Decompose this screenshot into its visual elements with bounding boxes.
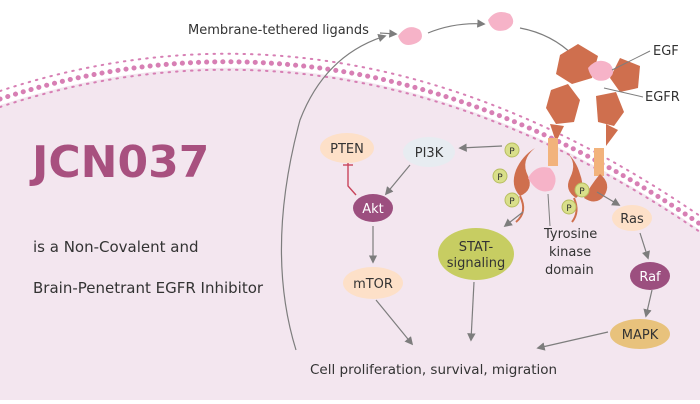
arrow-ligands-to-blob [379,29,398,38]
egf-label: EGF [653,44,679,59]
svg-text:P: P [509,197,515,207]
node-mtor: mTOR [343,267,403,299]
ligand-blob-2 [488,12,514,31]
subtitle-line-2: Brain-Penetrant EGFR Inhibitor [33,279,264,297]
egfr-label: EGFR [645,90,680,105]
tyrosine-label-line-1: Tyrosine [543,227,597,242]
arrow-pi3k-to-akt [384,164,411,196]
tyrosine-kinase-blob [528,167,556,192]
arrow-raf-to-mapk [643,289,653,318]
tyrosine-pointer [547,193,551,227]
egf-ligand-bound [588,60,614,81]
inhibit-pten-to-akt [347,163,357,196]
arrow-feedback-loop [280,34,387,351]
svg-text:signaling: signaling [447,256,506,271]
svg-text:PTEN: PTEN [330,142,364,157]
node-pten: PTEN [320,133,374,163]
arrow-receptor-to-pi3k [458,143,503,152]
phospho-marker-5: P [561,199,577,215]
node-stat-signaling: STAT- signaling [438,228,514,280]
cell-body [0,67,700,401]
svg-text:Ras: Ras [620,212,644,227]
arrow-mtor-to-outcome [375,299,414,346]
svg-text:P: P [509,147,515,157]
arrow-receptor-to-stat [503,211,524,228]
svg-text:P: P [497,173,503,183]
egf-pointer [611,50,651,71]
ligand-blob-1 [398,27,422,45]
ligands-label: Membrane-tethered ligands [188,23,369,38]
svg-text:P: P [579,187,585,197]
phospho-marker-3: P [504,192,520,208]
svg-text:P: P [566,204,572,214]
arrow-stat-to-outcome [467,281,476,342]
arrow-mapk-to-outcome [536,331,609,351]
svg-text:STAT-: STAT- [459,240,494,255]
svg-text:Akt: Akt [362,202,384,217]
drug-title: JCN037 [29,137,209,188]
outcome-label: Cell proliferation, survival, migration [310,362,557,378]
node-mapk: MAPK [610,319,670,349]
node-pi3k: PI3K [403,137,455,167]
egfr-pointer [603,87,644,98]
node-akt: Akt [353,194,393,222]
arrow-blob-to-blob [427,19,486,34]
arrow-receptor-to-ras [596,191,621,206]
phospho-marker-4: P [574,182,590,198]
tyrosine-label-line-3: domain [545,263,594,278]
node-raf: Raf [630,262,670,290]
arrow-ras-to-raf [639,232,650,260]
svg-text:MAPK: MAPK [622,328,659,343]
svg-text:mTOR: mTOR [353,277,393,292]
subtitle-line-1: is a Non-Covalent and [33,238,199,256]
svg-text:Raf: Raf [639,270,661,285]
phospho-marker-2: P [492,168,508,184]
node-ras: Ras [612,205,652,231]
svg-text:PI3K: PI3K [415,146,444,161]
tyrosine-label-line-2: kinase [549,245,591,260]
phospho-marker-1: P [504,142,520,158]
